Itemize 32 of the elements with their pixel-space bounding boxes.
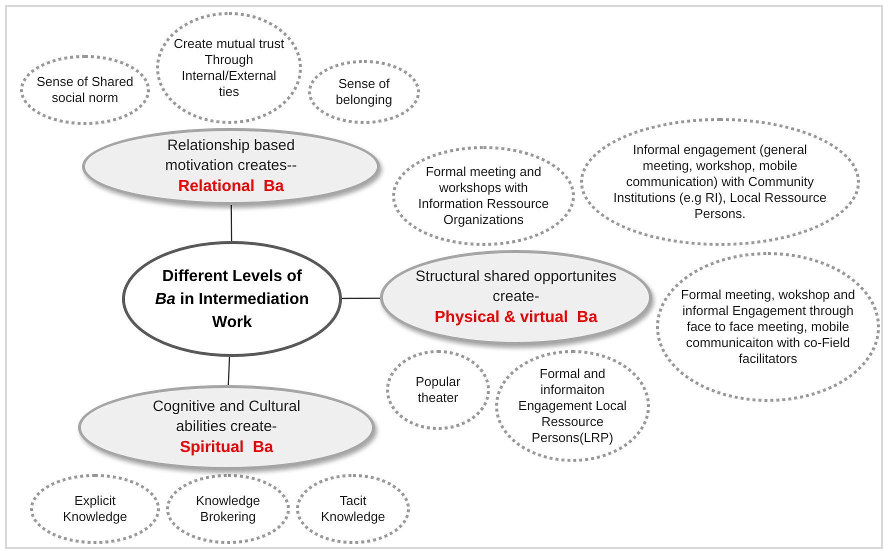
ellipse-text: Popular theater <box>414 374 462 406</box>
ellipse-text: Structural shared opportunites create- <box>414 266 618 306</box>
dotted-ellipse <box>296 474 410 544</box>
ellipse-text: Sense of belonging <box>334 76 394 108</box>
dotted-ellipse <box>166 474 290 544</box>
dotted-ellipse <box>30 474 160 544</box>
dotted-ellipse <box>308 60 420 124</box>
dotted-ellipse <box>495 350 650 462</box>
connector-line <box>228 356 230 386</box>
dotted-ellipse <box>386 350 490 430</box>
ellipse-text: Explicit Knowledge <box>62 493 128 525</box>
dotted-ellipse <box>20 55 150 125</box>
connector-line <box>230 205 232 241</box>
ellipse-text: Informal engagement (general meeting, workshop, mobile communication) with Community Institutions (e.g RI), Local Ressource Persons. <box>612 142 828 222</box>
ba-heading: Spiritual Ba <box>180 438 274 458</box>
ellipse-text: Knowledge Brokering <box>194 493 262 525</box>
ellipse-text: Sense of Shared social norm <box>36 74 134 106</box>
connector-line <box>342 298 380 300</box>
dotted-ellipse <box>580 118 860 246</box>
ellipse-text: Formal meeting and workshops with Information Ressource Organizations <box>417 164 550 228</box>
ellipse-text: Formal meeting, wokshop and informal Engagement through face to face meeting, mobile communicaiton with co-Field facilitators <box>680 287 856 367</box>
ellipse-text: Tacit Knowledge <box>320 493 386 525</box>
ellipse-text: Formal and informaiton Engagement Local Ressource Persons(LRP) <box>517 366 628 446</box>
ellipse-text: Create mutual trust Through Internal/External ties <box>172 36 286 100</box>
dotted-ellipse <box>656 252 880 402</box>
ba-heading: Relational Ba <box>178 176 284 196</box>
ellipse-text: Cognitive and Cultural abilities create- <box>152 396 302 436</box>
ellipse-text: Relationship based motivation creates-- <box>164 136 298 176</box>
dotted-ellipse <box>392 146 575 246</box>
ba-heading: Physical & virtual Ba <box>434 308 598 328</box>
center-title: Different Levels of Ba in Intermediation Work <box>154 266 310 332</box>
dotted-ellipse <box>156 12 302 124</box>
